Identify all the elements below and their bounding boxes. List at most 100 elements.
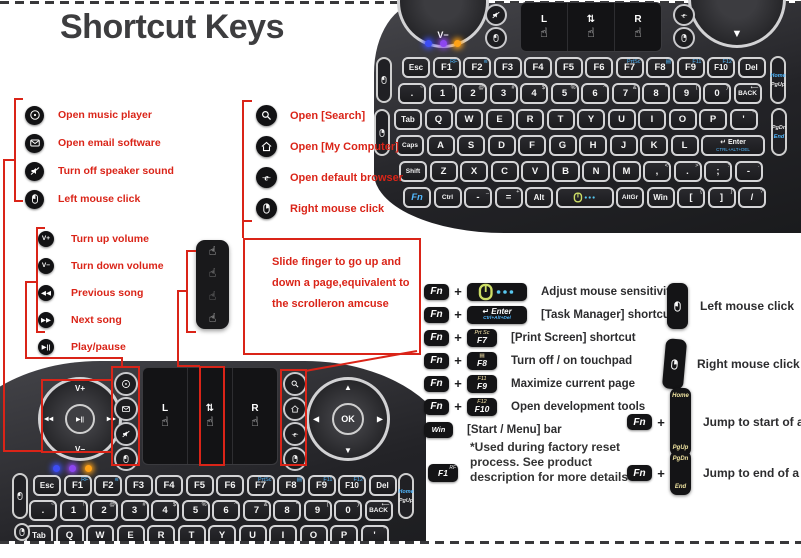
nav-down-arrow: ▼: [344, 446, 352, 455]
finger-icon: ☝: [540, 25, 548, 40]
key-m: M: [612, 161, 641, 182]
keyboard-row: .~1!2@3#4$5%6^7&8*9(0)BACK⟵: [398, 83, 762, 104]
key-bottom-label: PgUp: [672, 445, 689, 451]
key-u: U: [238, 525, 267, 541]
key-top-label: PgDn: [672, 456, 689, 462]
right-col-label: Jump to end of a text: [703, 466, 801, 480]
finger-icon: ☝: [208, 244, 217, 259]
key-main-label: F1: [438, 467, 448, 478]
key-bottom-label: End: [674, 484, 687, 490]
key-k: K: [640, 135, 668, 156]
key-del: Del: [737, 57, 766, 78]
key-top-label: F11: [477, 376, 487, 382]
key-main-label: F9: [477, 381, 487, 391]
shortcut-label: Open email software: [58, 137, 161, 149]
key-q: Q: [55, 525, 84, 541]
key-f2: F2≋: [463, 57, 491, 78]
key-main-label: F8: [477, 358, 487, 368]
key-9: 9(: [672, 83, 701, 104]
mouse-left-button: [114, 447, 138, 471]
key-i: I: [269, 525, 297, 541]
key-=: =+: [494, 187, 523, 208]
next-track-icon: ▶▶: [38, 311, 54, 328]
key-main-label: F7: [477, 335, 487, 345]
key-z: Z: [429, 161, 458, 182]
key-a: A: [426, 135, 455, 156]
shortcut-label: Previous song: [71, 286, 144, 299]
touchpad-zone: R☝: [614, 3, 661, 51]
touchpad-zone: ⇅☝: [567, 3, 614, 51]
key-t: T: [177, 525, 206, 541]
key-7: 7&: [242, 500, 271, 521]
key-o: O: [668, 109, 697, 130]
shortcut-label: Turn off speaker sound: [58, 165, 174, 177]
combo-description: Adjust mouse sensitivity: [541, 285, 677, 298]
volume-down-label: V−: [437, 30, 449, 40]
bottom-dashed-border: [0, 541, 801, 544]
key-f2: F2≋: [94, 475, 122, 496]
key-.: .>: [673, 161, 702, 182]
key-/: /?: [738, 187, 766, 208]
shortcut-label: Play/pause: [71, 340, 126, 353]
shortcut-item: Open [My Computer]: [256, 131, 403, 162]
key-win: Win: [646, 187, 675, 208]
shortcut-label: Left mouse click: [58, 193, 141, 205]
mouse-left-vertical-key: [667, 283, 688, 329]
fn-key: Fn: [424, 306, 449, 323]
combo-description: Open development tools: [511, 400, 646, 413]
touchpad-zone-label: ⇅: [205, 403, 215, 414]
key-r: R: [147, 525, 175, 541]
slide-note-box: Slide finger to go up and down a page,eq…: [243, 238, 421, 355]
combo-key: ▤F8: [467, 351, 497, 370]
mouse-left-edge-key: [376, 57, 392, 103]
key-top-label: ↵ Enter: [482, 306, 512, 316]
key-back: BACK⟵: [733, 83, 762, 104]
key-top-label: F12: [477, 399, 487, 405]
key-7: 7&: [611, 83, 640, 104]
mouse-right-button: [283, 447, 307, 471]
mute-button: [114, 422, 138, 446]
previous-track-label: ◀◀: [44, 416, 54, 423]
fn-combo-row: Win[Start / Menu] bar: [424, 418, 676, 441]
key-shift: Shift: [399, 161, 427, 182]
fn-key: Fn: [424, 375, 449, 392]
ok-button: OK: [332, 403, 364, 435]
finger-icon: ☝: [206, 414, 214, 429]
volume-up-icon: V+: [38, 230, 54, 247]
key-f1-rf: RF F1: [428, 464, 458, 482]
key-altgr: AltGr: [616, 187, 644, 208]
key-n: N: [582, 161, 610, 182]
play-pause-button: ▶||: [65, 404, 95, 434]
right-col-row-right-click: Right mouse click: [661, 338, 800, 390]
key-c: C: [490, 161, 519, 182]
finger-icon: ☝: [587, 25, 595, 40]
key-fn: Fn: [403, 187, 431, 208]
email-icon: [25, 133, 44, 153]
key-f6: F6: [585, 57, 613, 78]
key-f5: F5: [185, 475, 214, 496]
search-icon: [256, 105, 277, 126]
key-f3: F3: [124, 475, 153, 496]
plus-sign: +: [454, 399, 462, 414]
combo-description: [Start / Menu] bar: [467, 423, 562, 436]
shortcut-label: Open [Search]: [290, 109, 366, 122]
key-main-label: Ctrl+Alt+Del: [483, 315, 511, 321]
nav-right-arrow: ▶: [376, 414, 383, 424]
fn-combo-row: Fn+Adjust mouse sensitivity: [424, 280, 676, 303]
key-.: .~: [398, 83, 426, 104]
key-l: L: [670, 135, 699, 156]
